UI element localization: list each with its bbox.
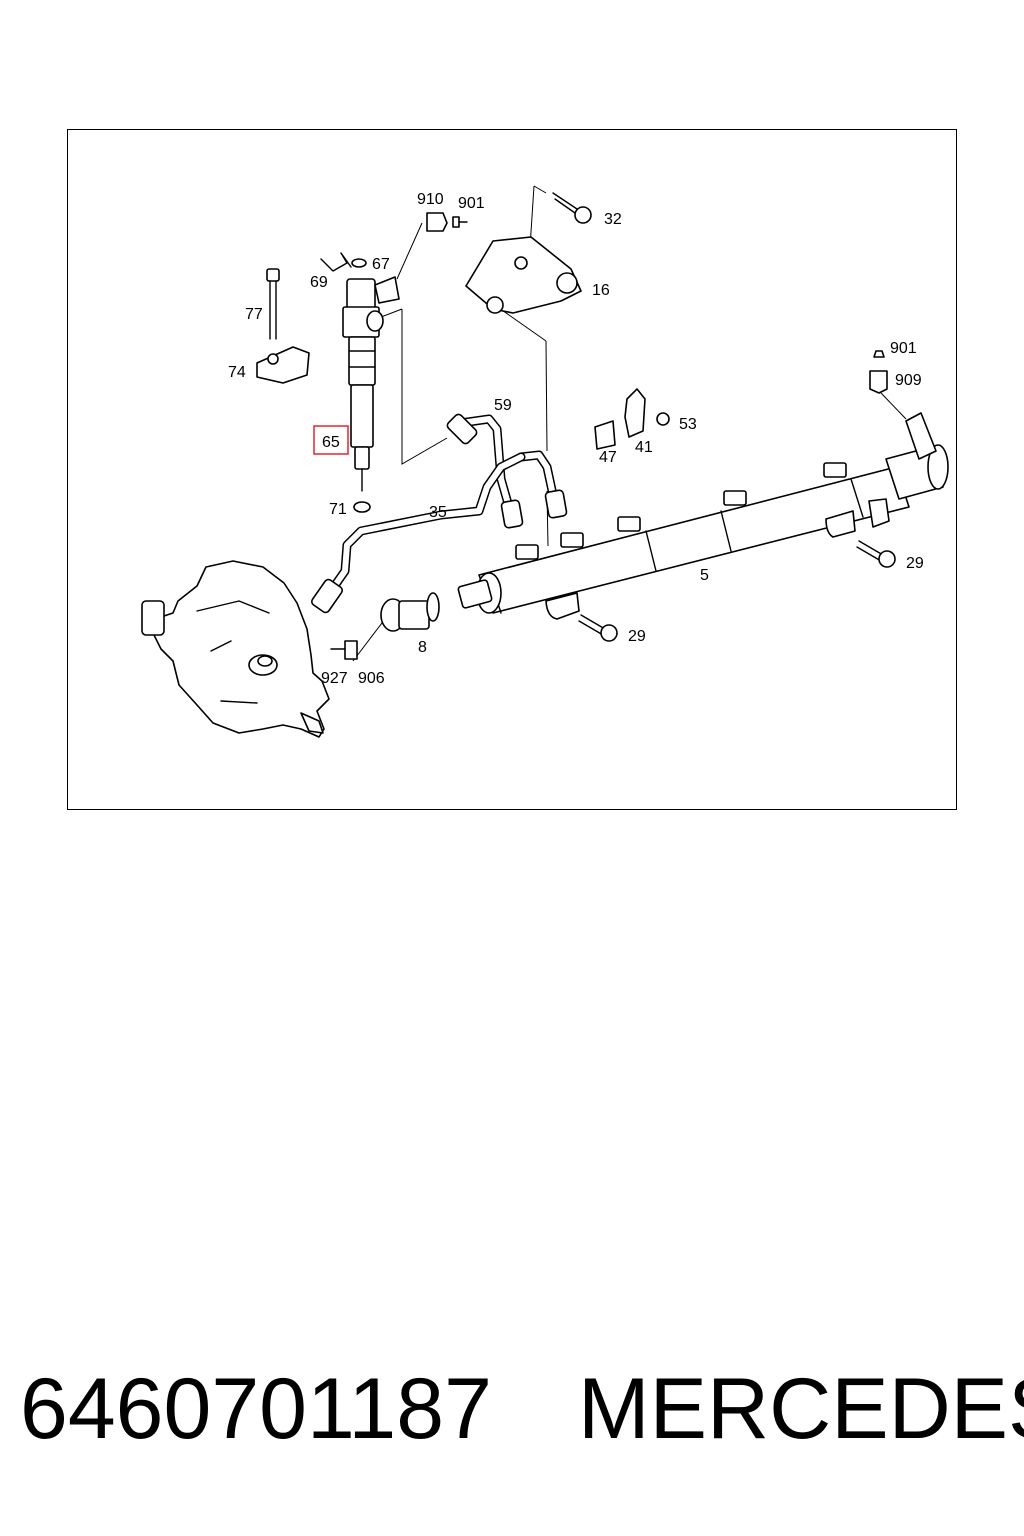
high-pressure-pump <box>141 560 330 738</box>
bolt-29-right <box>856 540 896 568</box>
callout-41: 41 <box>635 439 653 456</box>
callout-74: 74 <box>228 364 246 381</box>
callout-927: 927 <box>321 670 348 687</box>
brand-name: MERCEDES <box>578 1361 1024 1457</box>
callout-69: 69 <box>310 274 328 291</box>
callout-16: 16 <box>592 282 610 299</box>
seal-ring-67 <box>351 258 367 268</box>
callout-901-right: 901 <box>890 340 917 357</box>
bolt-77 <box>266 268 280 340</box>
callout-910: 910 <box>417 191 444 208</box>
injector-65 <box>342 276 400 492</box>
bracket-16 <box>465 236 582 314</box>
callout-906: 906 <box>358 670 385 687</box>
callout-65: 65 <box>322 434 340 451</box>
callout-909: 909 <box>895 372 922 389</box>
callout-901-top: 901 <box>458 195 485 212</box>
holder-47 <box>594 420 616 450</box>
connector-910-901 <box>426 212 468 232</box>
callout-77: 77 <box>245 306 263 323</box>
callout-59: 59 <box>494 397 512 414</box>
seal-71 <box>353 501 371 513</box>
highlight-box-65 <box>313 425 349 455</box>
callout-35: 35 <box>429 504 447 521</box>
pressure-sensor <box>869 350 937 460</box>
fuel-rail <box>457 444 949 620</box>
callout-labels: 910 901 32 67 69 16 77 901 74 909 59 53 … <box>228 191 924 687</box>
part-number: 6460701187 <box>20 1361 492 1457</box>
sensor-8 <box>380 592 440 632</box>
callout-67: 67 <box>372 256 390 273</box>
callout-29-right: 29 <box>906 555 924 572</box>
callout-32: 32 <box>604 211 622 228</box>
nut-53 <box>656 412 670 426</box>
parts-diagram-frame: 910 901 32 67 69 16 77 901 74 909 59 53 … <box>67 129 957 810</box>
callout-47: 47 <box>599 449 617 466</box>
callout-5: 5 <box>700 567 709 584</box>
bracket-41 <box>624 388 646 438</box>
callout-53: 53 <box>679 416 697 433</box>
callout-8: 8 <box>418 639 427 656</box>
bolt-32 <box>552 192 592 224</box>
bolt-29-lower <box>578 614 618 642</box>
clamp-69 <box>320 252 352 272</box>
injection-pipes <box>310 413 568 614</box>
callout-71: 71 <box>329 501 347 518</box>
exploded-parts-diagram: 910 901 32 67 69 16 77 901 74 909 59 53 … <box>141 185 949 738</box>
callout-29-lower: 29 <box>628 628 646 645</box>
connector-927-906 <box>330 640 358 660</box>
clamp-claw-74 <box>256 346 310 384</box>
